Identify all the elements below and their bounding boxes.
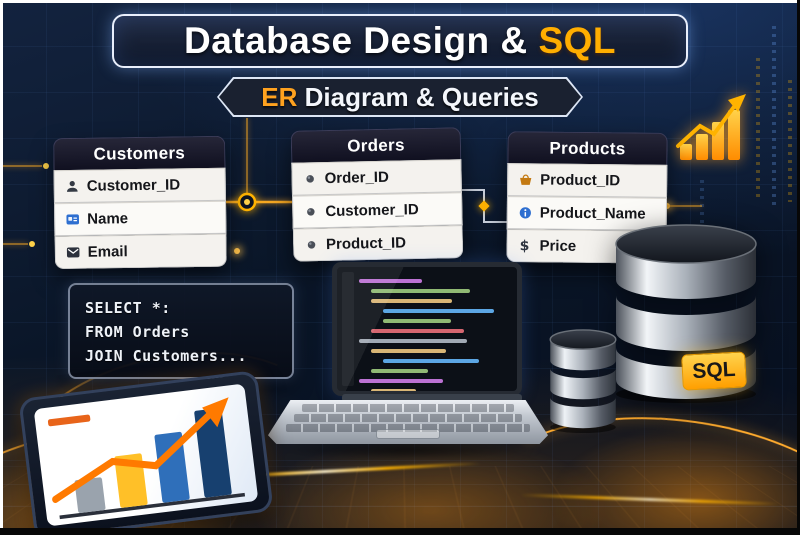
er-table-header: Customers bbox=[53, 135, 226, 171]
id-card-icon bbox=[64, 211, 80, 227]
field-label: Price bbox=[539, 237, 577, 255]
bullet-icon bbox=[301, 171, 317, 187]
dollar-icon: $ bbox=[519, 237, 530, 254]
title-banner: Database Design & SQL bbox=[112, 14, 688, 68]
growth-chart-icon bbox=[676, 94, 746, 160]
er-field-row: Customer_ID bbox=[292, 192, 463, 229]
glow-orange bbox=[550, 425, 800, 535]
data-column bbox=[788, 80, 792, 202]
er-field-row: Name bbox=[54, 200, 227, 237]
er-field-row: Customer_ID bbox=[53, 167, 226, 204]
subtitle-accent: ER bbox=[261, 81, 298, 112]
er-field-row: Email bbox=[54, 233, 227, 270]
user-icon bbox=[64, 178, 80, 194]
laptop-shadow bbox=[274, 440, 542, 460]
bullet-icon bbox=[303, 237, 319, 253]
field-label: Product_ID bbox=[325, 234, 407, 254]
database-stack-small bbox=[549, 329, 617, 434]
sql-query-box: SELECT *: FROM Orders JOIN Customers... bbox=[68, 283, 294, 379]
circuit-node bbox=[234, 248, 240, 254]
er-table-products: Products Product_ID Product_Name $ Price bbox=[506, 131, 668, 264]
email-icon bbox=[65, 244, 81, 260]
page-title: Database Design & SQL bbox=[184, 20, 616, 62]
basket-icon bbox=[517, 172, 533, 188]
tablet-chart bbox=[33, 383, 259, 527]
laptop-keyboard bbox=[268, 400, 548, 444]
laptop-screen bbox=[332, 262, 522, 396]
bullet-icon bbox=[302, 204, 318, 220]
subtitle: ER Diagram & Queries bbox=[261, 82, 538, 113]
field-label: Product_Name bbox=[539, 204, 646, 223]
subtitle-rest: Diagram & Queries bbox=[297, 81, 539, 112]
field-label: Customer_ID bbox=[86, 176, 181, 195]
key-row bbox=[294, 414, 522, 422]
subtitle-box: ER Diagram & Queries bbox=[217, 77, 583, 117]
er-field-row: Order_ID bbox=[291, 159, 462, 196]
frame-edge bbox=[0, 0, 800, 3]
laptop-code bbox=[359, 273, 509, 391]
field-label: Order_ID bbox=[324, 168, 390, 188]
er-table-customers: Customers Customer_ID Name Email bbox=[53, 135, 227, 270]
sql-query-line: JOIN Customers... bbox=[85, 347, 248, 365]
sql-query-line: FROM Orders bbox=[85, 323, 190, 341]
info-icon bbox=[517, 205, 533, 221]
data-column bbox=[756, 58, 760, 200]
sql-badge: SQL bbox=[681, 351, 747, 391]
code-gutter bbox=[342, 272, 354, 386]
sql-query-line: SELECT *: bbox=[85, 299, 171, 317]
er-field-row: Product_Name bbox=[506, 196, 668, 231]
laptop bbox=[268, 262, 548, 462]
er-field-row: Product_ID bbox=[292, 225, 464, 262]
field-label: Customer_ID bbox=[325, 201, 419, 221]
er-table-header: Orders bbox=[290, 127, 462, 163]
er-table-header: Products bbox=[507, 131, 668, 165]
title-accent: SQL bbox=[538, 20, 616, 61]
data-column bbox=[772, 26, 776, 210]
tablet bbox=[18, 369, 274, 535]
light-streak bbox=[520, 493, 780, 506]
field-label: Email bbox=[87, 243, 128, 261]
subtitle-inner: ER Diagram & Queries bbox=[219, 79, 581, 115]
laptop-trackpad bbox=[376, 429, 440, 439]
key-row bbox=[302, 404, 514, 412]
laptop-hinge bbox=[342, 394, 522, 402]
frame-edge bbox=[0, 0, 3, 535]
field-label: Product_ID bbox=[540, 171, 621, 190]
er-table-orders: Orders Order_ID Customer_ID Product_ID bbox=[290, 127, 464, 262]
field-label: Name bbox=[87, 210, 129, 228]
er-field-row: Product_ID bbox=[507, 163, 668, 198]
tablet-chart-graphic bbox=[47, 397, 246, 520]
title-prefix: Database Design & bbox=[183, 20, 539, 61]
key-row bbox=[286, 424, 530, 432]
